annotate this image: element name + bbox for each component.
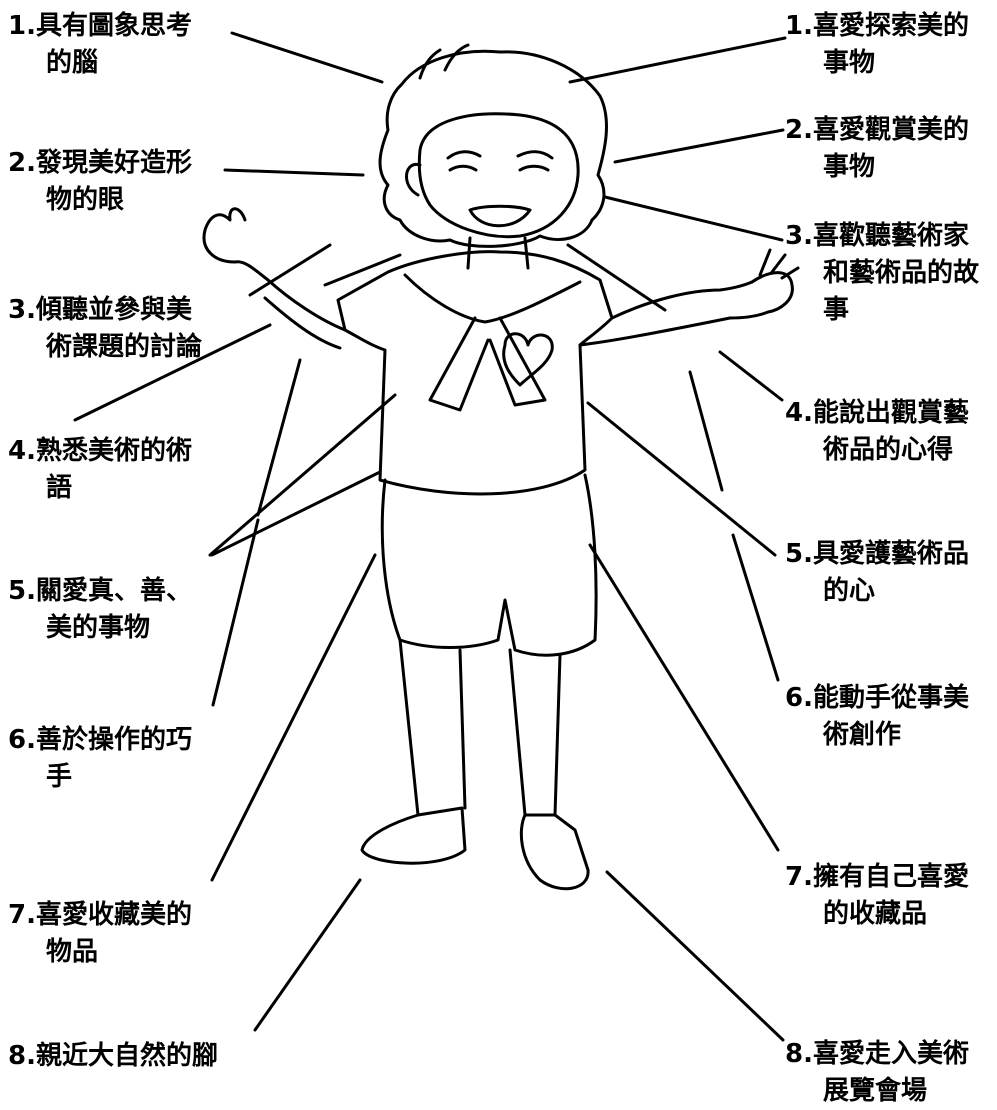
right-label-3: 3.喜歡聽藝術家 和藝術品的故 事 (785, 218, 979, 329)
shorts (380, 473, 598, 657)
right-arm (610, 280, 754, 320)
left-shoe (360, 806, 467, 865)
right-label-7-line2: 的收藏品 (823, 899, 928, 929)
left-label-1-line1: 1.具有圖象思考 (8, 11, 192, 41)
left-label-4-line1: 4.熟悉美術的術 (8, 436, 192, 466)
left-label-6-line1: 6.善於操作的巧 (8, 725, 192, 755)
right-label-2: 2.喜愛觀賞美的 事物 (785, 112, 969, 186)
left-label-2: 2.發現美好造形 物的眼 (8, 145, 192, 219)
left-label-5: 5.關愛真、善、 美的事物 (8, 573, 192, 647)
left-label-4-line2: 語 (46, 473, 73, 503)
left-label-8-line1: 8.親近大自然的腳 (8, 1041, 218, 1071)
right-label-7-line1: 7.擁有自己喜愛 (785, 862, 969, 892)
right-label-3-line3: 事 (823, 295, 850, 325)
left-label-2-line1: 2.發現美好造形 (8, 148, 192, 178)
shirt (336, 250, 614, 496)
right-label-6: 6.能動手從事美 術創作 (785, 680, 969, 754)
right-label-2-line1: 2.喜愛觀賞美的 (785, 115, 969, 145)
right-label-7: 7.擁有自己喜愛 的收藏品 (785, 859, 969, 933)
right-label-3-line2: 和藝術品的故 (823, 258, 980, 288)
right-label-8-line2: 展覽會場 (823, 1076, 928, 1106)
left-label-7: 7.喜愛收藏美的 物品 (8, 897, 192, 971)
left-label-2-line2: 物的眼 (46, 185, 125, 215)
face (417, 112, 580, 239)
left-label-6: 6.善於操作的巧 手 (8, 722, 192, 796)
left-label-3-line1: 3.傾聽並參與美 (8, 295, 192, 325)
right-label-5-line2: 的心 (823, 576, 876, 606)
right-label-1-line1: 1.喜愛探索美的 (785, 11, 969, 41)
left-label-7-line1: 7.喜愛收藏美的 (8, 900, 192, 930)
right-label-3-line1: 3.喜歡聽藝術家 (785, 221, 969, 251)
right-label-8-line1: 8.喜愛走入美術 (785, 1039, 969, 1069)
right-label-4: 4.能說出觀賞藝 術品的心得 (785, 395, 969, 469)
right-label-6-line1: 6.能動手從事美 (785, 683, 969, 713)
right-shoe (519, 813, 590, 891)
right-label-1: 1.喜愛探索美的 事物 (785, 8, 969, 82)
hair (378, 49, 608, 248)
left-label-3: 3.傾聽並參與美 術課題的討論 (8, 292, 202, 366)
right-label-5-line1: 5.具愛護藝術品 (785, 539, 969, 569)
right-label-8: 8.喜愛走入美術 展覽會場 (785, 1036, 969, 1110)
left-label-3-line2: 術課題的討論 (46, 332, 203, 362)
left-label-5-line2: 美的事物 (46, 613, 151, 643)
left-label-6-line2: 手 (46, 762, 73, 792)
right-label-6-line2: 術創作 (823, 720, 902, 750)
left-label-1: 1.具有圖象思考 的腦 (8, 8, 192, 82)
left-label-7-line2: 物品 (46, 937, 99, 967)
right-label-4-line1: 4.能說出觀賞藝 (785, 398, 969, 428)
left-label-1-line2: 的腦 (46, 48, 99, 78)
left-arm (233, 260, 347, 332)
left-label-4: 4.熟悉美術的術 語 (8, 433, 192, 507)
left-label-5-line1: 5.關愛真、善、 (8, 576, 192, 606)
left-label-8: 8.親近大自然的腳 (8, 1038, 218, 1075)
right-label-1-line2: 事物 (823, 48, 876, 78)
right-label-4-line2: 術品的心得 (823, 435, 954, 465)
right-label-2-line2: 事物 (823, 152, 876, 182)
right-label-5: 5.具愛護藝術品 的心 (785, 536, 969, 610)
legs (398, 638, 562, 817)
